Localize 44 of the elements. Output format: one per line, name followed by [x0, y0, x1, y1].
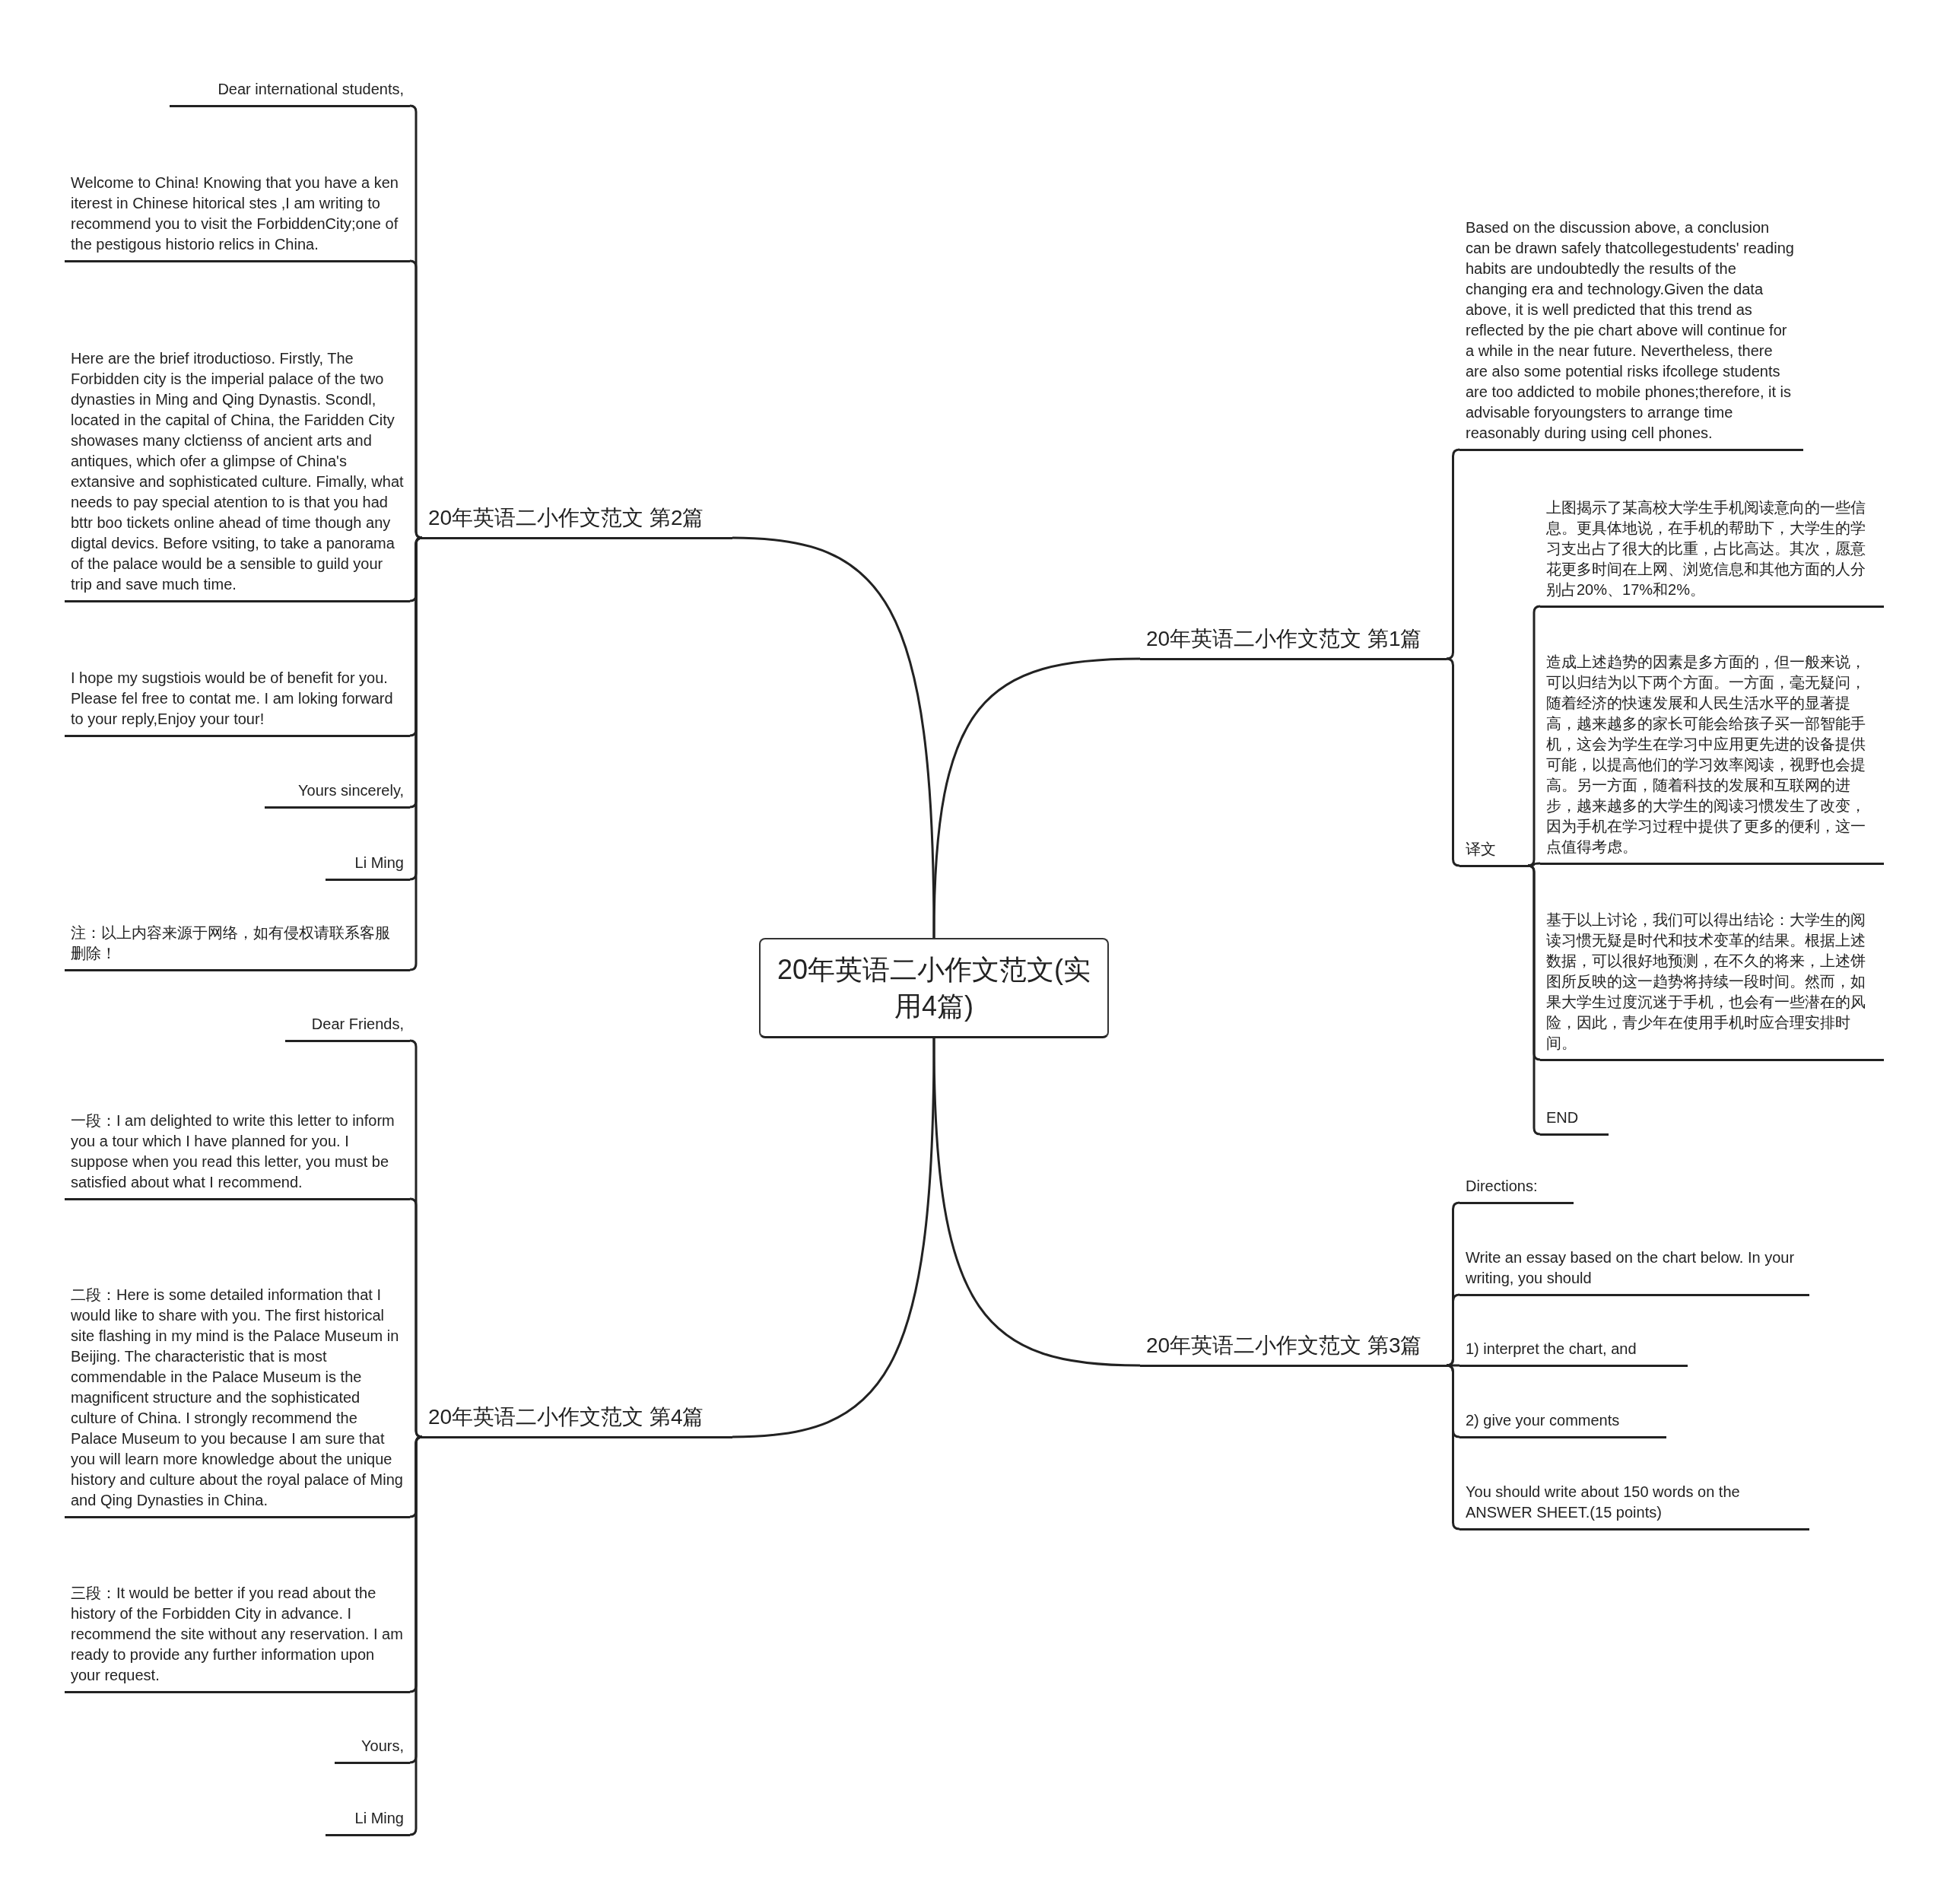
topic-text: I hope my sugstiois would be of benefit for you. Please fel free to contat me. I am loking forward to your reply,Enjoy your tour!	[71, 668, 394, 729]
topic-text: Yours sincerely,	[298, 780, 404, 800]
topic-text: 1) interpret the chart, and	[1466, 1339, 1637, 1359]
branch-line	[1446, 657, 1460, 867]
topic-text: 20年英语二小作文范文(实用4篇)	[777, 952, 1091, 1023]
topic-text: 2) give your comments	[1466, 1410, 1620, 1430]
topic-text: 基于以上讨论，我们可以得出结论：大学生的阅读习惯无疑是时代和技术变革的结果。根据上述数据，可以很好地预测，在不久的将来，上述饼图所反映的这一趋势将持续一段时间。然而，如果大学生过度沉迷于手机，也会有一些潜在的风险，因此，青少年在使用手机时应合理安排时间。	[1546, 910, 1866, 1053]
topic-text: Yours,	[361, 1736, 404, 1756]
branch-line	[1527, 864, 1541, 1136]
topic-text: You should write about 150 words on the ANSWER SHEET.(15 points)	[1466, 1482, 1741, 1522]
topic-text: Here are the brief itroductioso. Firstly, The Forbidden city is the imperial palace of the two dynasties in Ming and Qing Dynastis. Scondl, located in the capital of China, the Faridden City showases many clctienss of ancient arts and antiques, which ofer a glimpse of China's extansive and sophisticated culture. Fimally, what needs to pay special atention to is that you had bttr boo tickets online ahead of time though any digtal devics. Before vsiting, to take a panorama of the palace would be a sensible to guild your trip and save much time.	[71, 348, 404, 594]
topic-text: Directions:	[1466, 1176, 1538, 1196]
topic-text: 注：以上内容来源于网络，如有侵权请联系客服删除！	[71, 923, 391, 963]
topic-text: END	[1546, 1108, 1579, 1127]
topic-text: 三段：It would be better if you read about the history of the Forbidden City in advance. I recommend the site without any reservation. I am ready to provide any further information upon your request.	[71, 1583, 404, 1685]
topic-text: Dear Friends,	[311, 1014, 404, 1034]
topic-text: 20年英语二小作文范文 第4篇	[428, 1403, 704, 1430]
topic-text: 二段：Here is some detailed information that I would like to share with you. The first historical site flashing in my mind is the Palace Museum in Beijing. The characteristic that is most commendable in the Palace Museum is the magnificent structure and the sophisticated culture of China. I strongly recommend the Palace Museum to you because I am sure that you will learn more knowledge about the unique history and culture about the royal palace of Ming and Qing Dynasties in China.	[71, 1285, 404, 1510]
topic-text: 上图揭示了某高校大学生手机阅读意向的一些信息。更具体地说，在手机的帮助下，大学生的学习支出占了很大的比重，占比高达。其次，愿意花更多时间在上网、浏览信息和其他方面的人分别占20%、17%和2%。	[1546, 497, 1866, 599]
branch-line	[409, 259, 423, 539]
topic-text: 20年英语二小作文范文 第3篇	[1146, 1332, 1422, 1359]
branch-line	[409, 1435, 423, 1836]
branch-line	[932, 1038, 1141, 1367]
branch-line	[1446, 1293, 1460, 1367]
topic-text: 一段：I am delighted to write this letter to inform you a tour which I have planned for you. I suppose when you read this letter, you must be satisfied about what I recommend.	[71, 1111, 395, 1192]
central-topic-box	[759, 938, 1109, 1038]
topic-text: Based on the discussion above, a conclusion can be drawn safely thatcollegestudents' reading habits are undoubtedly the results of the changing era and technology.Given the data above, it is well predicted that this trend as reflected by the pie chart above will continue for a while in the near future. Nevertheless, there are also some potential risks ifcollege students are too addicted to mobile phones;therefore, it is advisable foryoungsters to arrange time reasonably during using cell phones.	[1466, 218, 1795, 443]
topic-text: Dear international students,	[218, 79, 404, 99]
topic-text: Write an essay based on the chart below. In your writing, you should	[1466, 1248, 1796, 1288]
topic-text: 20年英语二小作文范文 第2篇	[428, 504, 704, 531]
branch-line	[409, 1197, 423, 1438]
branch-line	[1446, 448, 1460, 660]
branch-line	[932, 657, 1141, 939]
topic-text: Li Ming	[354, 1808, 404, 1828]
branch-line	[732, 536, 935, 939]
topic-text: 造成上述趋势的因素是多方面的，但一般来说，可以归结为以下两个方面。一方面，毫无疑问，随着经济的快速发展和人民生活水平的显著提高，越来越多的家长可能会给孩子买一部智能手机，这会为学生在学习中应用更先进的设备提供可能，以提高他们的学习效率阅读，视野也会提高。另一方面，随着科技的发展和互联网的进步，越来越多的大学生的阅读习惯发生了改变，因为手机在学习过程中提供了更多的便利，这一点值得考虑。	[1546, 652, 1866, 857]
topic-text: 译文	[1466, 839, 1496, 859]
branch-line	[732, 1038, 935, 1438]
branch-line	[1446, 1364, 1460, 1531]
topic-text: Li Ming	[354, 853, 404, 873]
branch-line	[409, 536, 423, 971]
topic-text: 20年英语二小作文范文 第1篇	[1146, 625, 1422, 652]
branch-line	[1527, 862, 1541, 867]
topic-text: Welcome to China! Knowing that you have a ken iterest in Chinese hitorical stes ,I am writing to recommend you to visit the ForbiddenCity;one of the pestigous historio relics in China.	[71, 173, 399, 254]
